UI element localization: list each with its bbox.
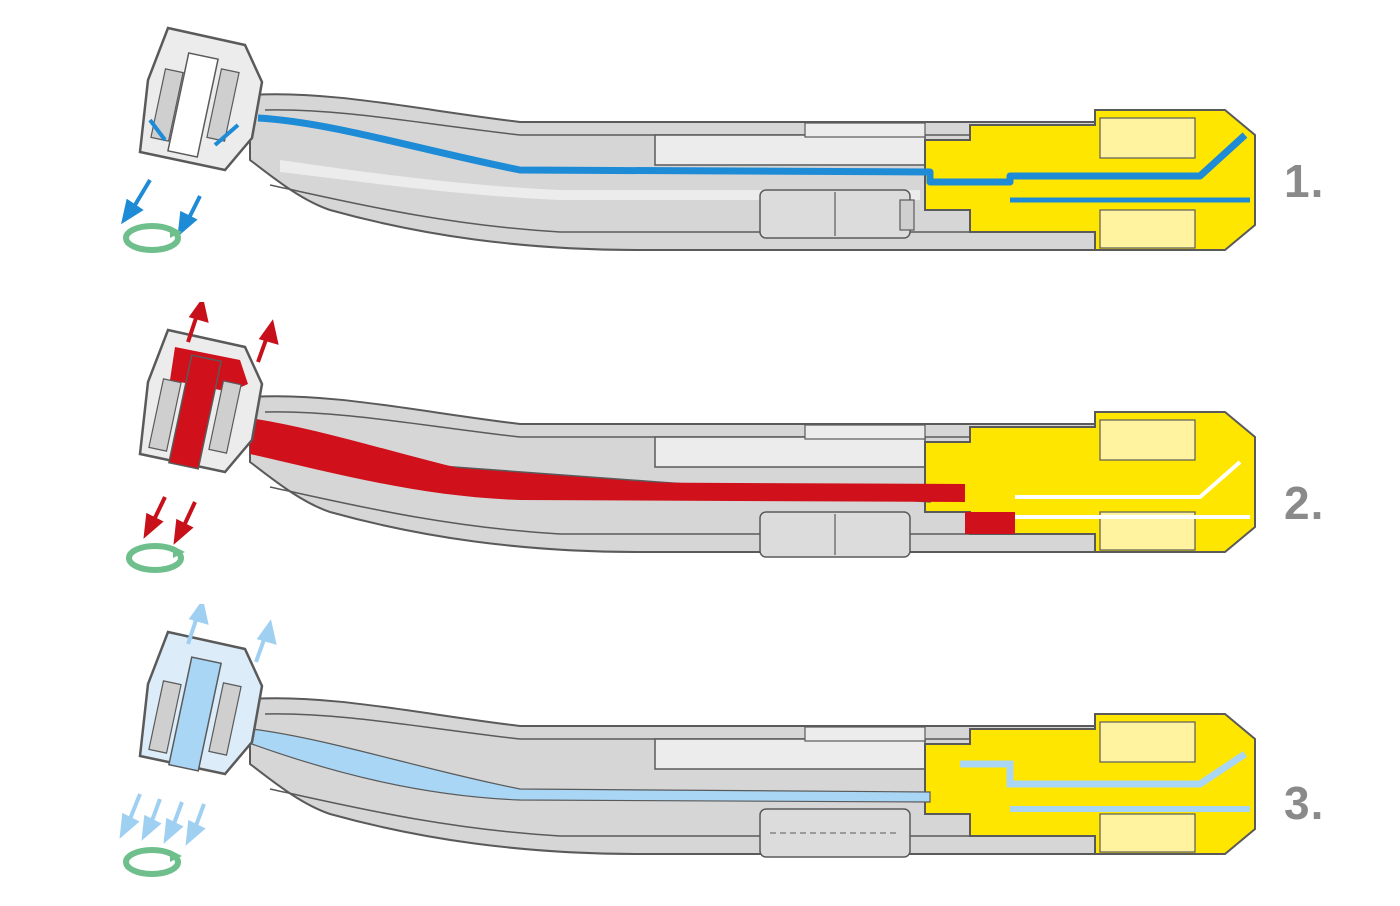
handpiece-step-1 (121, 26, 1256, 253)
inner-chamber (654, 134, 926, 166)
step-2-panel (0, 302, 1400, 604)
body-inner-line (269, 486, 1090, 535)
step-label-3: 3. (1284, 777, 1325, 829)
inner-chamber (804, 424, 926, 440)
rotation-icon (123, 223, 182, 253)
coupling-light (1099, 117, 1196, 159)
direction-arrow-icon (121, 178, 202, 237)
coupling-light (1099, 813, 1196, 853)
body-inner-line (264, 713, 1090, 740)
coupling-light (1099, 721, 1196, 763)
flow-channel (250, 418, 1015, 534)
rotation-icon (123, 847, 182, 877)
direction-arrow-icon (143, 302, 279, 545)
inner-chamber (654, 436, 926, 468)
step-3-panel (0, 604, 1400, 906)
rotation-icon (126, 543, 185, 573)
flow-channel (257, 114, 1248, 186)
coupling-light (1099, 209, 1196, 249)
body-light-band (280, 160, 920, 200)
flow-channel (960, 751, 1247, 788)
body-inner-line (264, 411, 1090, 438)
step-label-2: 2. (1284, 477, 1325, 529)
inner-chamber (804, 726, 926, 742)
handpiece-step-2 (126, 302, 1256, 573)
direction-arrow-icon (119, 604, 277, 846)
body-inner-line (264, 109, 1090, 136)
coupling-light (1099, 419, 1196, 461)
rotor (167, 52, 219, 158)
rotor (168, 656, 222, 772)
flow-channel (251, 728, 931, 803)
inner-chamber (804, 122, 926, 138)
handpiece-step-3 (119, 604, 1256, 877)
rotor (168, 354, 222, 470)
inner-chamber (654, 738, 926, 770)
step-1-panel (0, 0, 1400, 302)
body-inner-line (269, 788, 1090, 837)
body-inner-line (269, 184, 1090, 233)
step-label-1: 1. (1284, 155, 1325, 207)
